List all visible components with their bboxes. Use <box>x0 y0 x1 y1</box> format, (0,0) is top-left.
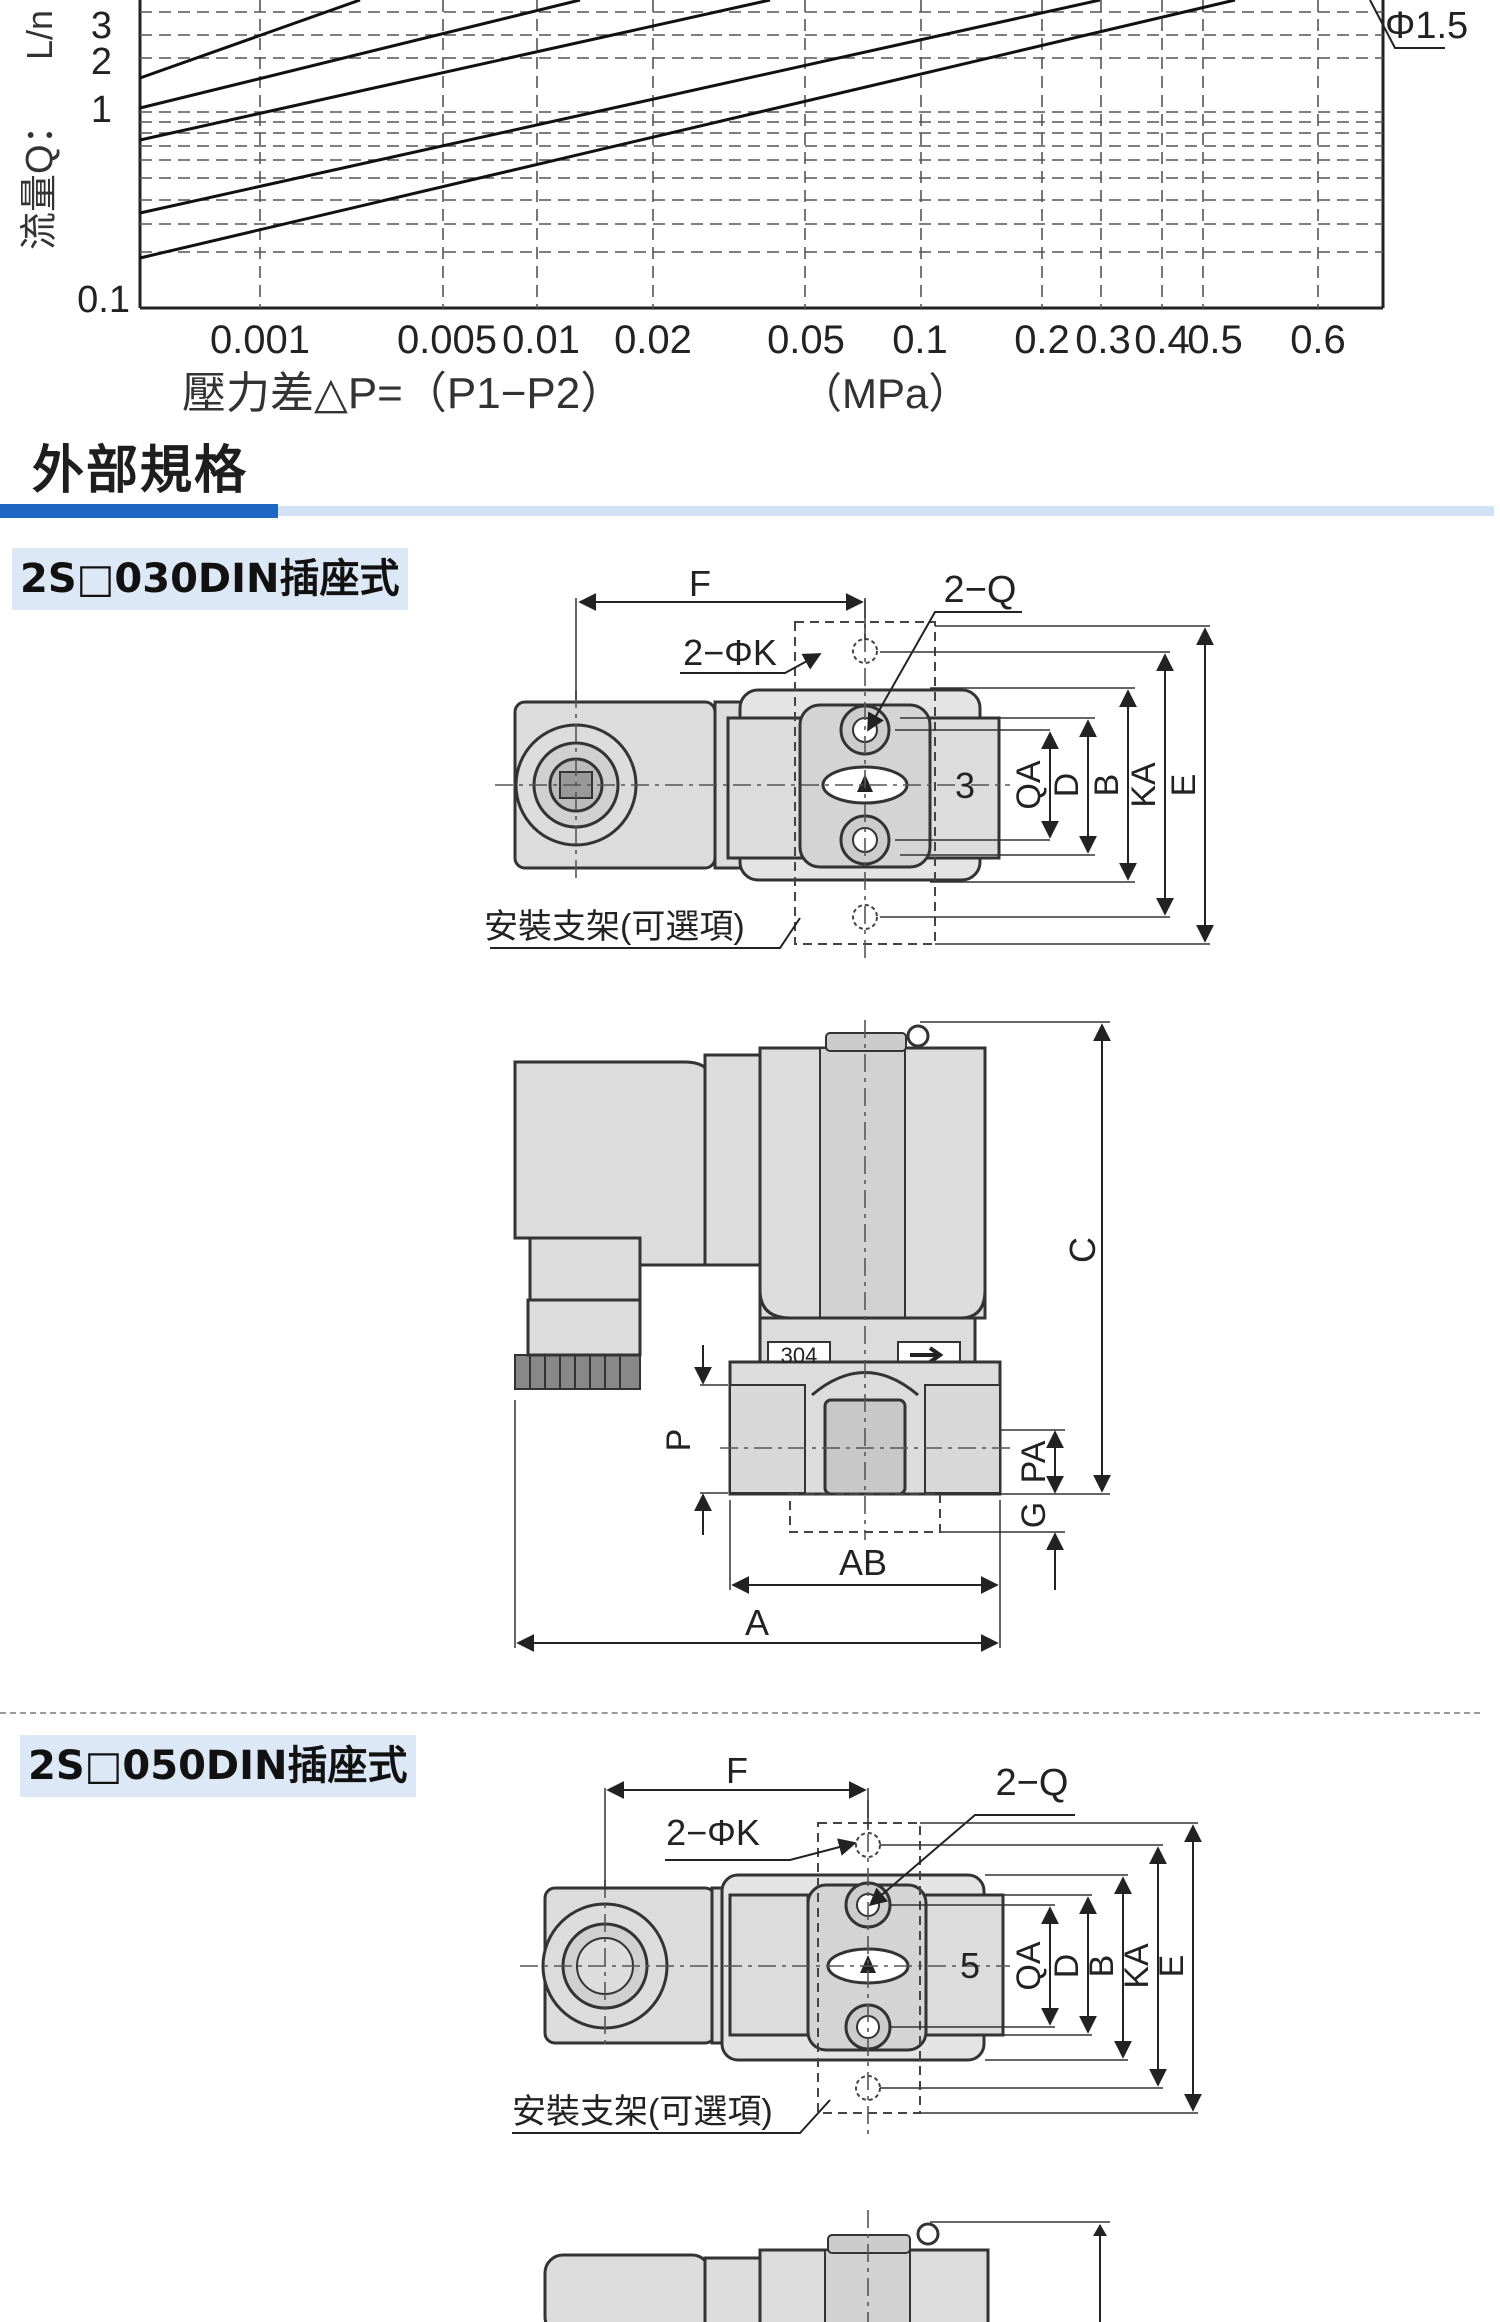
dim-f-label: F <box>689 563 711 604</box>
bracket-note-2: 安裝支架(可選項) <box>512 2093 773 2131</box>
y-axis-label-unit: L/n <box>19 10 60 60</box>
bracket-note: 安裝支架(可選項) <box>484 908 745 946</box>
section-divider-accent <box>0 504 278 518</box>
x-tick-0-001: 0.001 <box>210 318 310 362</box>
model-1-front-view: 304 C P PA G AB A <box>513 1020 1111 1652</box>
dim-ka-label-2: KA <box>1118 1943 1156 1989</box>
section-separator <box>0 1712 1480 1714</box>
y-tick-1: 1 <box>91 89 112 131</box>
series-callout-label: Φ1.5 <box>1385 5 1468 47</box>
x-tick-0-02: 0.02 <box>614 318 692 362</box>
dim-ka-label: KA <box>1125 762 1163 808</box>
section-divider <box>278 506 1494 516</box>
model-2-label: 2S□050DIN插座式 <box>20 1735 416 1797</box>
dim-d-label: D <box>1048 773 1086 798</box>
flow-chart: L/n 流量Q： <box>19 0 1468 418</box>
dim-a-label: A <box>745 1602 769 1643</box>
dim-e-label-2: E <box>1153 1955 1191 1978</box>
x-tick-0-5: 0.5 <box>1187 318 1243 362</box>
model-2-front-view <box>543 2210 1110 2322</box>
dim-qa-label: QA <box>1010 760 1048 809</box>
dim-2q-label-2: 2−Q <box>996 1762 1069 1804</box>
section-title: 外部規格 <box>32 441 249 501</box>
x-tick-0-3: 0.3 <box>1075 318 1131 362</box>
y-axis-label-flow: 流量Q： <box>19 106 61 250</box>
y-tick-0-1: 0.1 <box>77 279 130 321</box>
model-1-label: 2S□030DIN插座式 <box>12 548 408 610</box>
dim-2phik-label-2: 2−ΦK <box>666 1812 760 1853</box>
x-axis-label: 壓力差△P=（P1−P2） <box>182 369 624 418</box>
dim-f-label-2: F <box>726 1750 748 1791</box>
dim-ab-label: AB <box>839 1542 887 1583</box>
x-tick-0-1: 0.1 <box>892 318 948 362</box>
dim-g-label: G <box>1015 1502 1053 1528</box>
y-tick-3: 3 <box>91 5 112 47</box>
dim-b-label-2: B <box>1083 1955 1121 1978</box>
dim-2phik-label: 2−ΦK <box>683 632 777 673</box>
dim-e-label: E <box>1165 774 1203 797</box>
x-tick-0-2: 0.2 <box>1014 318 1070 362</box>
x-axis-unit: （MPa） <box>800 370 970 417</box>
dim-qa-label-2: QA <box>1010 1941 1048 1990</box>
x-tick-0-6: 0.6 <box>1290 318 1346 362</box>
model-1-top-view: F 2−Q 2−ΦK 3 QA D B KA E 安裝支架(可選項) <box>484 563 1214 960</box>
dim-b-label: B <box>1088 774 1126 797</box>
material-tag: 304 <box>781 1343 818 1368</box>
plot-area <box>138 0 1445 310</box>
x-tick-0-01: 0.01 <box>502 318 580 362</box>
y-tick-2: 2 <box>91 41 112 83</box>
port-number-label-2: 5 <box>960 1945 980 1986</box>
dim-c-label: C <box>1062 1237 1103 1263</box>
dim-p-label: P <box>660 1429 698 1452</box>
port-number-label: 3 <box>955 765 975 806</box>
dim-d-label-2: D <box>1048 1954 1086 1979</box>
x-tick-0-05: 0.05 <box>767 318 845 362</box>
series-lines <box>139 0 1236 260</box>
dim-2q-label: 2−Q <box>944 569 1017 611</box>
model-2-top-view: F 2−Q 2−ΦK 5 QA D B KA E 安裝支架(可選項) <box>512 1750 1202 2135</box>
dim-pa-label: PA <box>1015 1440 1053 1483</box>
x-tick-0-005: 0.005 <box>397 318 497 362</box>
x-tick-0-4: 0.4 <box>1134 318 1190 362</box>
